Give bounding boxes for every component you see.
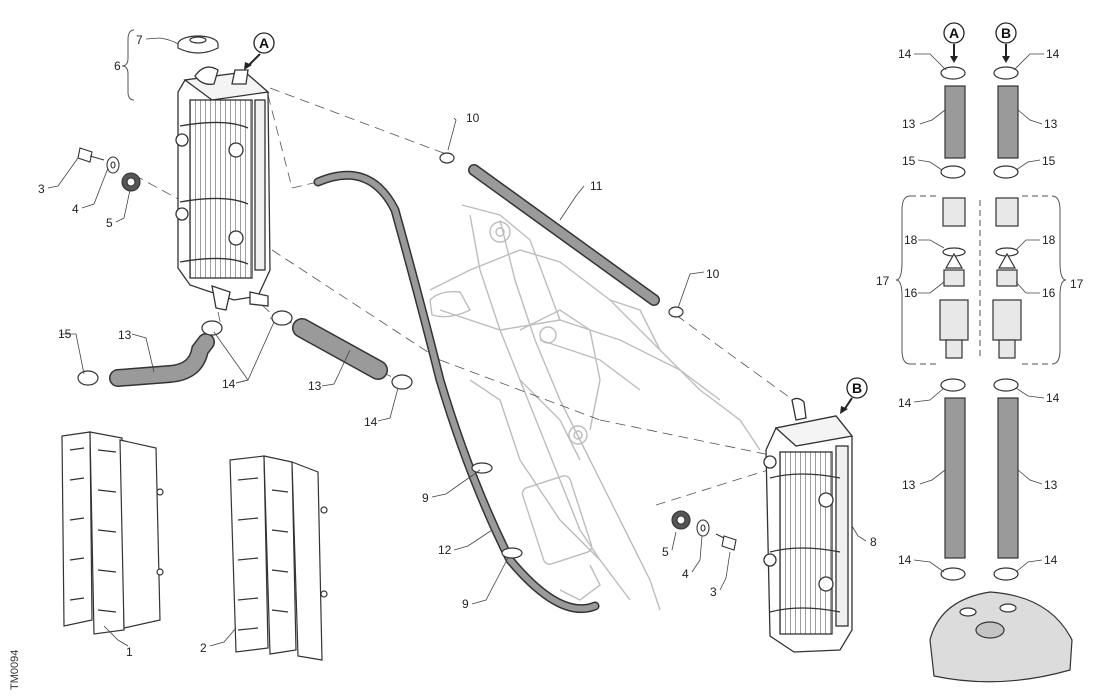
marker-b-detail: B <box>995 22 1017 63</box>
callout-13: 13 <box>1044 478 1058 492</box>
radiator-guard-2 <box>229 455 328 661</box>
callout-15: 15 <box>58 327 72 341</box>
callout-9: 9 <box>462 597 469 611</box>
detail-column-a <box>939 66 969 581</box>
overflow-hose <box>313 170 600 614</box>
radiator-guard-1 <box>61 431 164 635</box>
marker-a-left: A <box>244 32 275 70</box>
callout-13: 13 <box>1044 117 1058 131</box>
leader-lines <box>47 37 1045 647</box>
callout-16: 16 <box>1042 286 1056 300</box>
callout-13: 13 <box>902 478 916 492</box>
motorcycle-frame <box>429 204 761 611</box>
callout-15: 15 <box>902 154 916 168</box>
callout-18: 18 <box>904 233 918 247</box>
svg-text:B: B <box>1001 25 1011 41</box>
callout-15: 15 <box>1042 154 1056 168</box>
callout-14: 14 <box>898 553 912 567</box>
radiator-cap <box>177 35 219 54</box>
callout-3: 3 <box>710 585 717 599</box>
left-mount-parts <box>77 147 141 192</box>
upper-breather-hose <box>439 152 684 318</box>
callout-14: 14 <box>898 47 912 61</box>
marker-b-right: B <box>840 377 868 414</box>
callout-5: 5 <box>662 545 669 559</box>
callout-14: 14 <box>898 396 912 410</box>
left-lower-hose <box>77 310 293 387</box>
callout-11: 11 <box>590 179 603 193</box>
callout-8: 8 <box>870 535 877 549</box>
callout-4: 4 <box>72 202 79 216</box>
callout-14: 14 <box>222 377 236 391</box>
callout-16: 16 <box>904 286 918 300</box>
callout-1: 1 <box>126 645 133 659</box>
callout-17: 17 <box>876 274 890 288</box>
callout-2: 2 <box>200 641 207 655</box>
callout-6-bracket <box>121 29 135 101</box>
callout-18: 18 <box>1042 233 1056 247</box>
svg-text:B: B <box>852 380 862 396</box>
right-radiator <box>763 397 854 653</box>
svg-text:A: A <box>949 25 959 41</box>
detail-bracket <box>895 195 1067 365</box>
right-mount-parts <box>671 510 737 551</box>
left-radiator <box>175 66 271 311</box>
callout-17: 17 <box>1070 277 1084 291</box>
callout-12: 12 <box>438 543 452 557</box>
callout-7: 7 <box>136 33 143 47</box>
callout-14: 14 <box>1046 47 1060 61</box>
callout-labels: 7 6 3 4 5 15 13 14 13 14 10 11 10 9 12 9… <box>38 33 1084 659</box>
callout-4: 4 <box>682 567 689 581</box>
callout-13: 13 <box>902 117 916 131</box>
callout-3: 3 <box>38 182 45 196</box>
reference-code: TM0094 <box>9 650 21 690</box>
svg-text:A: A <box>259 35 269 51</box>
callout-14: 14 <box>364 415 378 429</box>
callout-14: 14 <box>1046 391 1060 405</box>
callout-13: 13 <box>308 379 322 393</box>
marker-a-detail: A <box>943 22 965 63</box>
detail-column-b <box>992 66 1022 581</box>
middle-lower-hose <box>292 318 413 390</box>
callout-10: 10 <box>706 267 720 281</box>
callout-10: 10 <box>466 111 480 125</box>
callout-14: 14 <box>1044 553 1058 567</box>
callout-9: 9 <box>422 491 429 505</box>
callout-13: 13 <box>118 328 132 342</box>
water-pump-cover <box>929 591 1073 683</box>
callout-6: 6 <box>114 59 121 73</box>
callout-5: 5 <box>106 216 113 230</box>
